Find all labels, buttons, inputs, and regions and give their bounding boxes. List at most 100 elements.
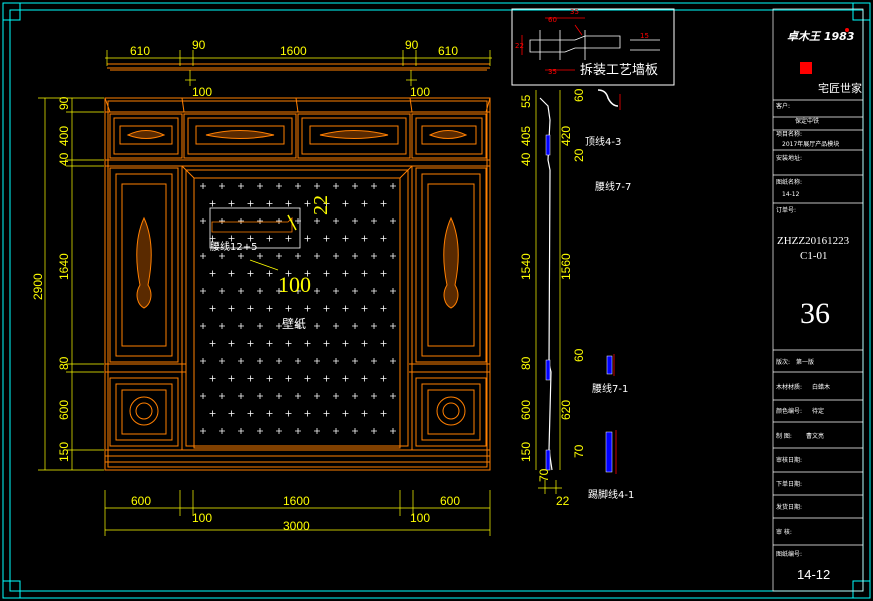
wallpaper-cross [257,428,263,434]
bottom-sub-dim-label: 100 [410,511,430,525]
wallpaper-cross [266,340,273,347]
left-dimension-lines [38,97,104,471]
wallpaper-cross [390,288,396,294]
wallpaper-cross [342,305,349,312]
section-left-dim: 55 [519,94,533,108]
wallpaper-cross [238,358,244,364]
wallpaper-cross [257,253,263,259]
wallpaper-cross [352,358,358,364]
wallpaper-cross [285,200,292,207]
wallpaper-cross [200,428,206,434]
wallpaper-cross [380,235,387,242]
wallpaper-cross [295,288,301,294]
wallpaper-cross [247,270,254,277]
top-sub-dim-label: 100 [410,85,430,99]
wallpaper-cross [333,183,339,189]
trim-label: 腰线12+5 [210,240,257,253]
wallpaper-cross [314,288,320,294]
wallpaper-cross [247,410,254,417]
wallpaper-cross [380,410,387,417]
wallpaper-label: 壁纸 [282,316,306,331]
bottom-total-dim: 3000 [283,519,310,533]
wallpaper-cross [323,375,330,382]
wallpaper-cross [371,358,377,364]
wallpaper-cross [352,323,358,329]
sheet-number-big: 36 [800,297,830,330]
wallpaper-cross [352,253,358,259]
wallpaper-cross [257,358,263,364]
profile-thumbnails [597,89,621,474]
wallpaper-cross [257,323,263,329]
section-label: 顶线4-3 [585,135,621,148]
section-dimension-lines [535,90,562,494]
wallpaper-cross [390,323,396,329]
wallpaper-cross [314,393,320,399]
wallpaper-cross [219,183,225,189]
wallpaper-cross [295,358,301,364]
top-dim-label: 610 [438,44,458,58]
wallpaper-cross [390,393,396,399]
bottom-dimension-lines [104,490,491,536]
wallpaper-cross [314,218,320,224]
trim-dim-100: 100 [278,272,311,297]
wallpaper-cross [200,393,206,399]
wallpaper-cross [257,393,263,399]
wallpaper-cross [247,305,254,312]
wallpaper-cross [209,375,216,382]
wallpaper-cross [247,340,254,347]
tb-value: 保定中铁 [795,117,819,125]
wallpaper-cross [342,235,349,242]
left-dim-label: 40 [57,152,71,166]
section-right-dim: 620 [559,400,573,420]
wallpaper-cross [219,288,225,294]
wallpaper-cross [390,358,396,364]
wallpaper-cross [257,183,263,189]
section-right-dim: 20 [572,148,586,162]
wallpaper-cross [238,323,244,329]
wallpaper-cross [238,428,244,434]
inset-dim: 60 [548,16,557,24]
bottom-dim-label: 600 [440,494,460,508]
wallpaper-cross [304,410,311,417]
wallpaper-cross [200,253,206,259]
wallpaper-cross [352,183,358,189]
section-right-dim: 420 [559,126,573,146]
tb-label: 版次: [776,358,790,366]
wallpaper-cross [304,340,311,347]
brand-logo-text: 卓木王 1983 [787,30,855,43]
wallpaper-cross [361,375,368,382]
wallpaper-cross [371,253,377,259]
wallpaper-cross [333,428,339,434]
wallpaper-cross [200,218,206,224]
wallpaper-cross [361,235,368,242]
left-dim-label: 150 [57,442,71,462]
trim-dim-22: 22 [310,195,332,215]
wallpaper-cross [276,358,282,364]
wallpaper-cross [295,323,301,329]
wallpaper-cross [333,218,339,224]
section-bottom-dim: 22 [556,494,570,508]
tb-label: 图纸名称: [776,178,802,186]
wallpaper-cross [295,253,301,259]
tb-label: 项目名称: [776,130,802,138]
left-dim-label: 90 [57,96,71,110]
wallpaper-cross [304,305,311,312]
wallpaper-cross [238,183,244,189]
wallpaper-cross [209,270,216,277]
wallpaper-cross [333,323,339,329]
wallpaper-cross [276,428,282,434]
wallpaper-cross [342,340,349,347]
wallpaper-cross [228,410,235,417]
tb-label: 发货日期: [776,503,802,511]
wallpaper-cross [238,218,244,224]
wallpaper-cross [219,218,225,224]
tb-label: 客户: [776,102,790,110]
bottom-sub-dim-label: 100 [192,511,212,525]
section-right-dim: 70 [572,444,586,458]
wallpaper-cross [390,183,396,189]
wallpaper-cross [285,340,292,347]
wallpaper-cross [352,393,358,399]
wallpaper-cross [238,393,244,399]
bottom-dim-label: 1600 [283,494,310,508]
